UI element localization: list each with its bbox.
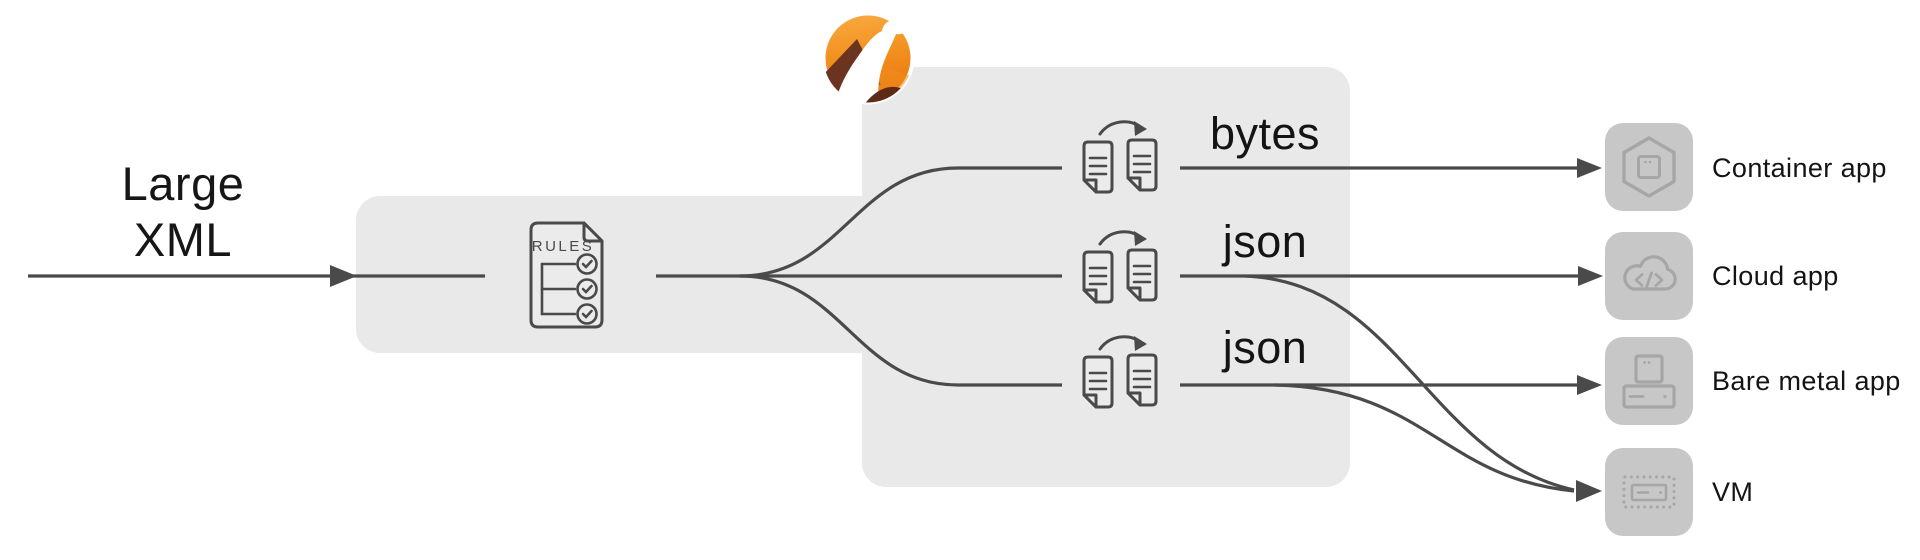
- arrowhead-container: [1577, 158, 1602, 178]
- target-tile-cloud-app: [1605, 232, 1693, 320]
- arrowhead-cloud: [1578, 266, 1603, 286]
- wire-json1-to-vm: [1244, 274, 1575, 492]
- source-label-line2: XML: [133, 213, 233, 266]
- wire-branch-bottom: [739, 274, 1062, 387]
- wire-json2-to-vm: [1274, 383, 1575, 493]
- format-label-json-2: json: [1222, 322, 1308, 373]
- target-label-cloud-app: Cloud app: [1712, 261, 1839, 291]
- virtual-machine-icon: [1622, 475, 1676, 509]
- target-label-bare-metal-app: Bare metal app: [1712, 366, 1901, 396]
- target-tile-vm: [1605, 448, 1693, 536]
- container-hexagon-icon: [1622, 136, 1676, 198]
- apache-camel-logo-icon: [821, 11, 915, 105]
- source-label-line1: Large: [121, 157, 245, 210]
- target-tile-bare-metal-app: [1605, 337, 1693, 425]
- rules-checklist-icon: RULES: [529, 221, 604, 329]
- source-label: Large XML: [48, 156, 318, 268]
- format-label-json-1: json: [1222, 216, 1308, 267]
- arrowhead-bare-metal: [1577, 375, 1602, 395]
- format-label-bytes: bytes: [1209, 108, 1321, 159]
- transform-documents-icon-bytes: [1082, 120, 1158, 194]
- arrowhead-source: [330, 265, 357, 287]
- transform-documents-icon-json-2: [1082, 335, 1158, 409]
- transform-documents-icon-json-1: [1082, 230, 1158, 304]
- rules-doc-title: RULES: [532, 238, 595, 255]
- target-label-container-app: Container app: [1712, 153, 1887, 183]
- wire-branch-top: [739, 166, 1062, 278]
- target-tile-container-app: [1605, 123, 1693, 211]
- bare-metal-server-icon: [1622, 354, 1676, 409]
- arrowhead-vm: [1576, 480, 1602, 502]
- target-label-vm: VM: [1712, 477, 1754, 507]
- cloud-code-icon: [1623, 255, 1677, 291]
